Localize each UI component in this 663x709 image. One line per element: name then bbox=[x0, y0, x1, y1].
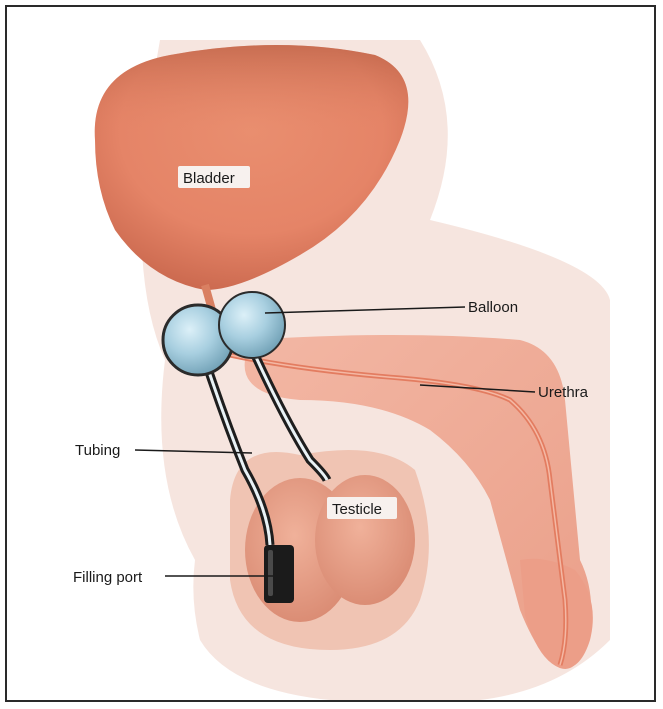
testicle-label: Testicle bbox=[332, 501, 382, 518]
filling-port-label: Filling port bbox=[73, 569, 143, 586]
bladder-label: Bladder bbox=[183, 170, 235, 187]
balloon-label: Balloon bbox=[468, 299, 518, 316]
testicle-right bbox=[315, 475, 415, 605]
balloon-right bbox=[219, 292, 285, 358]
urethra-label: Urethra bbox=[538, 384, 589, 401]
filling-port-highlight bbox=[268, 550, 273, 596]
tubing-label: Tubing bbox=[75, 442, 120, 459]
